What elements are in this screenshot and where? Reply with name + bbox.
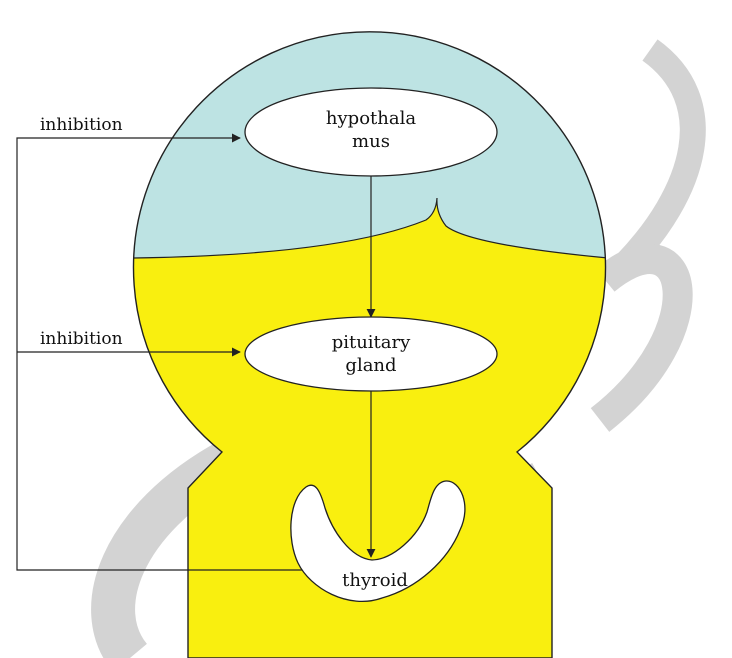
watermark-arc-right [600,259,678,420]
pituitary-label-line2: gland [345,355,396,376]
pituitary-ellipse [245,317,497,391]
inhibition-label-mid: inhibition [40,329,123,349]
inhibition-label-top: inhibition [40,115,123,135]
pituitary-label-line1: pituitary [332,332,411,353]
hypothalamus-label-line1: hypothala [326,108,416,129]
pituitary-node: pituitary gland [245,317,497,391]
hypothalamus-label-line2: mus [352,131,390,152]
thyroid-label: thyroid [342,570,408,591]
hypothalamus-node: hypothala mus [245,88,497,176]
watermark-arc-upper [620,50,693,270]
